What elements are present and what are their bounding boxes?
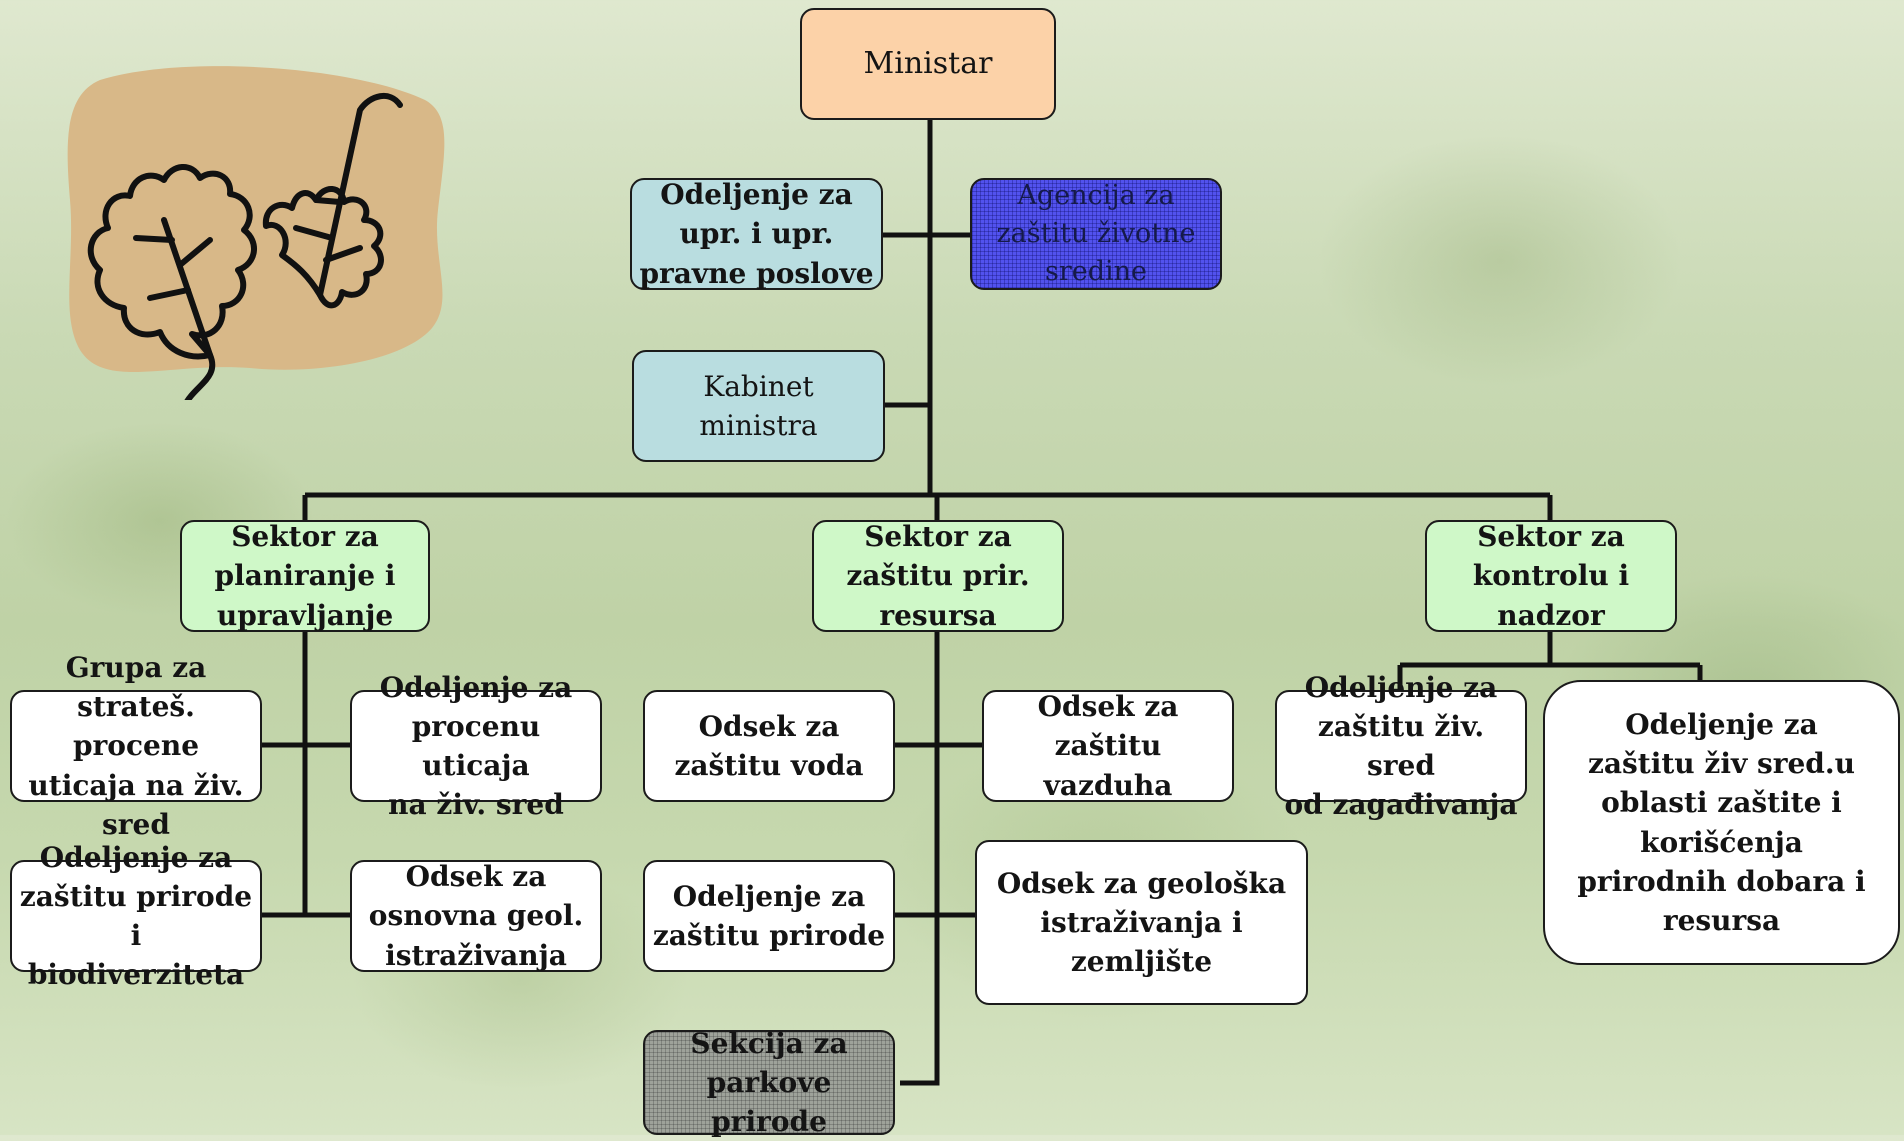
node-odeljenje-zagadjivanja-label: Odeljenje za zaštitu živ. sred od zagađi… bbox=[1284, 670, 1518, 822]
node-ministar: Ministar bbox=[800, 8, 1056, 120]
node-odsek-voda-label: Odsek za zaštitu voda bbox=[674, 709, 864, 782]
node-sektor-kontrolu-label: Sektor za kontrolu i nadzor bbox=[1472, 520, 1630, 632]
node-grupa-stratesku: Grupa za strateš. procene uticaja na živ… bbox=[10, 651, 262, 841]
node-grupa-stratesku-label: Grupa za strateš. procene uticaja na živ… bbox=[28, 651, 244, 841]
node-odsek-geol-label: Odsek za osnovna geol. istraživanja bbox=[368, 860, 584, 972]
node-odsek-voda: Odsek za zaštitu voda bbox=[643, 690, 895, 802]
node-sektor-planiranje: Sektor za planiranje i upravljanje bbox=[180, 520, 430, 632]
node-odsek-vazduha: Odsek za zaštitu vazduha bbox=[982, 690, 1234, 802]
node-sekcija-parkove-label: Sekcija za parkove prirode bbox=[690, 1026, 848, 1139]
node-odsek-vazduha-label: Odsek za zaštitu vazduha bbox=[1037, 690, 1179, 802]
node-odeljenje-biodiverzitet: Odeljenje za zaštitu prirode i biodiverz… bbox=[10, 841, 262, 991]
node-odeljenje-biodiverzitet-label: Odeljenje za zaštitu prirode i biodiverz… bbox=[19, 840, 253, 992]
node-odeljenje-dobara-label: Odeljenje za zaštitu živ sred.u oblasti … bbox=[1577, 707, 1866, 937]
node-odeljenje-procenu: Odeljenje za procenu uticaja na živ. sre… bbox=[350, 671, 602, 821]
node-sektor-zastitu: Sektor za zaštitu prir. resursa bbox=[812, 520, 1064, 632]
node-sekcija-parkove: Sekcija za parkove prirode bbox=[643, 1027, 895, 1138]
node-odsek-geoloska: Odsek za geološka istraživanja i zemljiš… bbox=[975, 840, 1308, 1005]
node-odeljenje-pravne-label: Odeljenje za upr. i upr. pravne poslove bbox=[639, 178, 874, 290]
node-sektor-planiranje-label: Sektor za planiranje i upravljanje bbox=[214, 520, 396, 632]
leaves-icon bbox=[60, 60, 450, 408]
node-odeljenje-prirode: Odeljenje za zaštitu prirode bbox=[643, 860, 895, 972]
node-odeljenje-zagadjivanja: Odeljenje za zaštitu živ. sred od zagađi… bbox=[1275, 671, 1527, 821]
node-kabinet: Kabinet ministra bbox=[632, 350, 885, 462]
node-odsek-geol: Odsek za osnovna geol. istraživanja bbox=[350, 860, 602, 972]
node-kabinet-label: Kabinet ministra bbox=[699, 369, 818, 442]
node-ministar-label: Ministar bbox=[863, 46, 993, 81]
node-odeljenje-dobara: Odeljenje za zaštitu živ sred.u oblasti … bbox=[1543, 680, 1900, 965]
node-odeljenje-procenu-label: Odeljenje za procenu uticaja na živ. sre… bbox=[379, 670, 573, 822]
node-odeljenje-pravne: Odeljenje za upr. i upr. pravne poslove bbox=[630, 178, 883, 290]
node-agencija-label: Agencija za zaštitu životne sredine bbox=[996, 180, 1196, 287]
node-sektor-zastitu-label: Sektor za zaštitu prir. resursa bbox=[846, 520, 1030, 632]
node-odeljenje-prirode-label: Odeljenje za zaštitu prirode bbox=[652, 879, 886, 952]
node-agencija: Agencija za zaštitu životne sredine bbox=[970, 178, 1222, 290]
node-sektor-kontrolu: Sektor za kontrolu i nadzor bbox=[1425, 520, 1677, 632]
node-odsek-geoloska-label: Odsek za geološka istraživanja i zemljiš… bbox=[996, 866, 1287, 979]
